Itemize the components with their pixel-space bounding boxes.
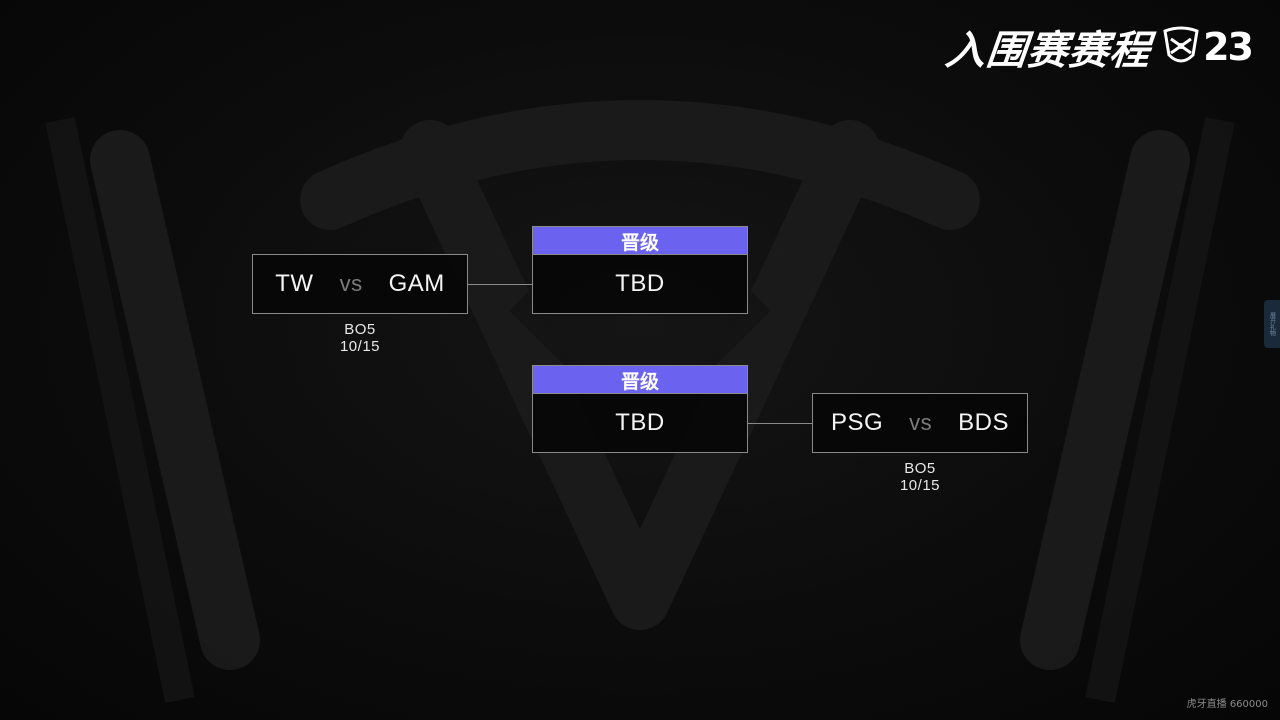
team-b-name: GAM xyxy=(388,270,445,297)
match-date: 10/15 xyxy=(899,477,941,494)
match-box-2[interactable]: PSG vs BDS xyxy=(812,393,1028,453)
match-box-1[interactable]: TW vs GAM xyxy=(252,254,468,314)
team-b-name: BDS xyxy=(958,409,1010,436)
bracket-connector-1 xyxy=(468,284,532,285)
team-a-name: PSG xyxy=(830,409,884,436)
crest-icon xyxy=(1163,26,1199,63)
match-format: BO5 xyxy=(344,321,376,338)
advance-header-1: 晋级 xyxy=(532,226,748,255)
logo-year: 23 xyxy=(1203,25,1254,69)
advance-label: 晋级 xyxy=(620,370,659,393)
team-a-name: TW xyxy=(275,270,314,297)
match-info-2: BO5 10/15 xyxy=(870,460,970,494)
page-title: 入围赛赛程 xyxy=(943,28,1154,74)
worlds-logo: 23 xyxy=(1161,25,1254,69)
match-format: BO5 xyxy=(904,460,936,477)
match-info-1: BO5 10/15 xyxy=(310,321,410,355)
advance-team: TBD xyxy=(615,409,665,436)
vs-label: vs xyxy=(909,410,933,435)
match-date: 10/15 xyxy=(339,338,381,355)
vs-label: vs xyxy=(339,271,363,296)
advance-slot-2[interactable]: TBD xyxy=(532,393,748,453)
gift-panel-label: 展开礼物 xyxy=(1268,312,1276,336)
advance-header-2: 晋级 xyxy=(532,365,748,394)
advance-slot-1[interactable]: TBD xyxy=(532,254,748,314)
advance-label: 晋级 xyxy=(620,231,659,254)
bracket-connector-2 xyxy=(748,423,812,424)
stream-watermark: 虎牙直播 660000 xyxy=(1186,699,1268,710)
gift-panel-toggle[interactable]: 展开礼物 xyxy=(1264,300,1280,348)
page-header: 入围赛赛程 23 xyxy=(943,20,1254,74)
advance-team: TBD xyxy=(615,270,665,297)
